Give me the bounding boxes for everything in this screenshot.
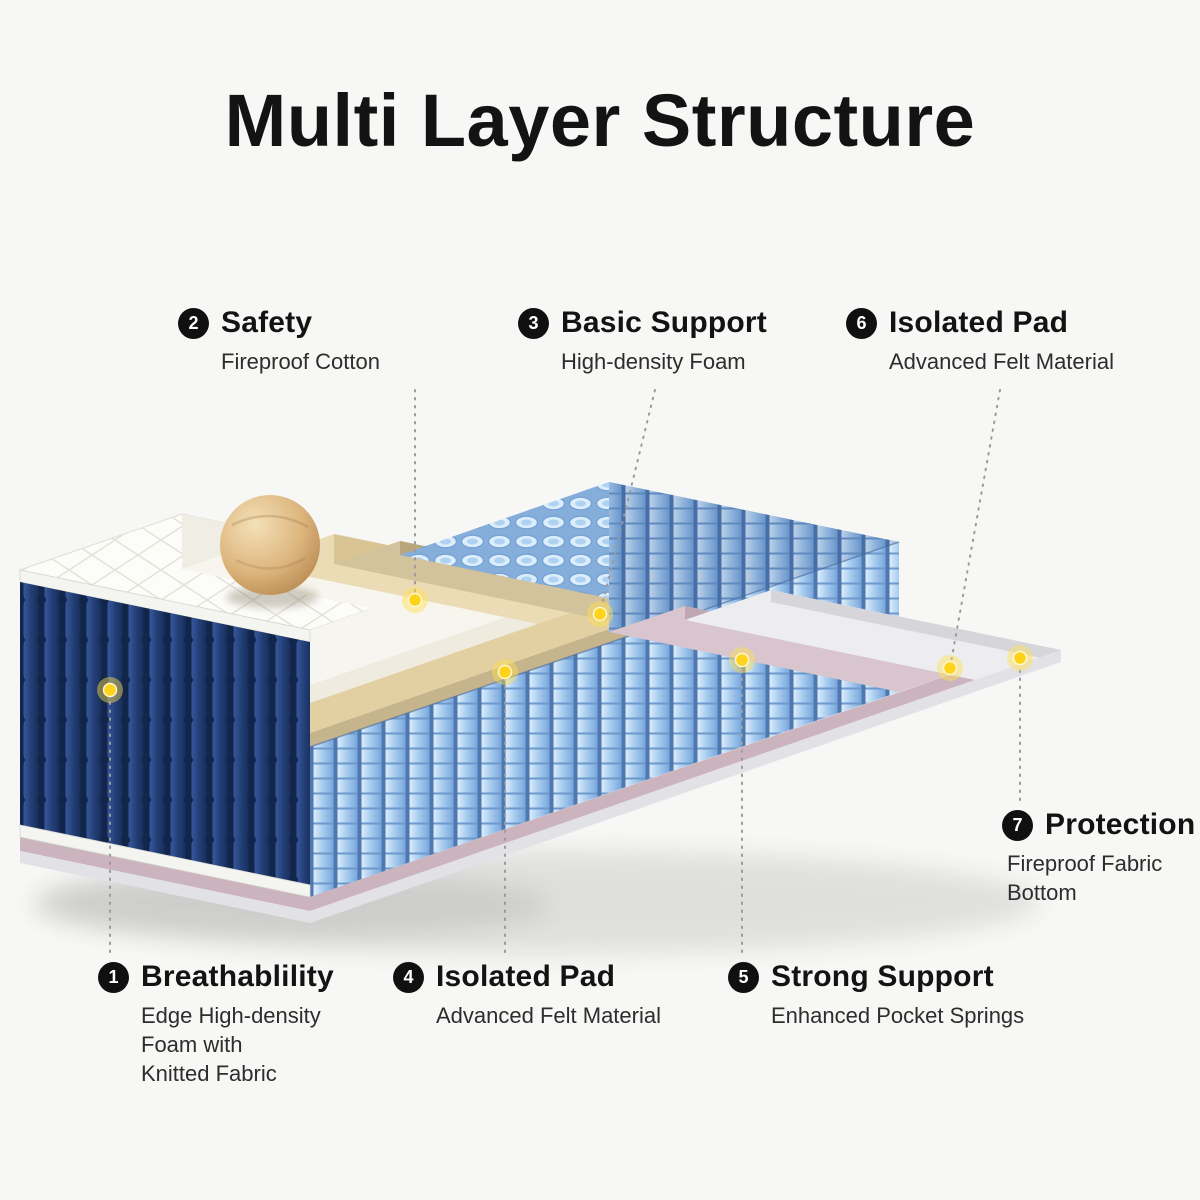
callout-number-badge: 2 <box>178 307 209 339</box>
layer-markers <box>97 587 1033 703</box>
callout-safety: 2 Safety Fireproof Cotton <box>178 306 380 376</box>
callout-description: Enhanced Pocket Springs <box>771 1003 1025 1028</box>
callout-label: Isolated Pad <box>436 960 616 993</box>
callout-number-badge: 4 <box>393 961 424 993</box>
callout-protection: 7 Protection Fireproof Fabric Bottom <box>1002 808 1197 907</box>
callout-label: Strong Support <box>771 960 994 993</box>
marker-dot-isolated-pad-upper <box>492 659 518 685</box>
callout-label: Basic Support <box>561 306 767 339</box>
callout-number-badge: 1 <box>98 961 129 993</box>
callout-label: Protection <box>1045 808 1196 841</box>
wooden-ball <box>220 495 320 608</box>
callout-description: Fireproof Fabric Bottom <box>1007 851 1163 906</box>
callout-isolated-pad-upper: 4 Isolated Pad Advanced Felt Material <box>393 960 661 1030</box>
leader-line-basic-support <box>599 389 656 615</box>
callout-label: Breathablility <box>141 960 334 993</box>
marker-dot-breathability <box>97 677 123 703</box>
marker-dot-isolated-pad-lower <box>937 655 963 681</box>
callout-number-badge: 6 <box>846 307 877 339</box>
callout-label: Safety <box>221 306 313 339</box>
callout-number-badge: 7 <box>1002 809 1033 841</box>
callout-label: Isolated Pad <box>889 306 1069 339</box>
callout-isolated-pad-lower: 6 Isolated Pad Advanced Felt Material <box>846 306 1114 376</box>
edge-panel-knit <box>20 582 310 885</box>
marker-dot-protection <box>1007 645 1033 671</box>
marker-dot-basic-support <box>587 601 613 627</box>
callout-description: High-density Foam <box>561 349 746 374</box>
callout-breathability: 1 Breathablility Edge High-density Foam … <box>98 960 358 1088</box>
bottom-fabric-layer <box>20 590 1061 923</box>
callout-number-badge: 5 <box>728 961 759 993</box>
leader-line-isolated-pad-lower <box>949 389 1001 669</box>
edge-panel <box>19 569 311 898</box>
marker-dot-safety <box>402 587 428 613</box>
callout-basic-support: 3 Basic Support High-density Foam <box>518 306 767 376</box>
callout-description: Advanced Felt Material <box>889 349 1114 374</box>
callout-strong-support: 5 Strong Support Enhanced Pocket Springs <box>728 960 1024 1030</box>
callout-description: Advanced Felt Material <box>436 1003 661 1028</box>
callout-number-badge: 3 <box>518 307 549 339</box>
callout-description: Fireproof Cotton <box>221 349 380 374</box>
marker-dot-strong-support <box>729 647 755 673</box>
page-title: Multi Layer Structure <box>224 79 976 162</box>
callout-description: Edge High-density Foam with Knitted Fabr… <box>141 1003 321 1087</box>
edge-piping-bottom <box>19 824 311 898</box>
